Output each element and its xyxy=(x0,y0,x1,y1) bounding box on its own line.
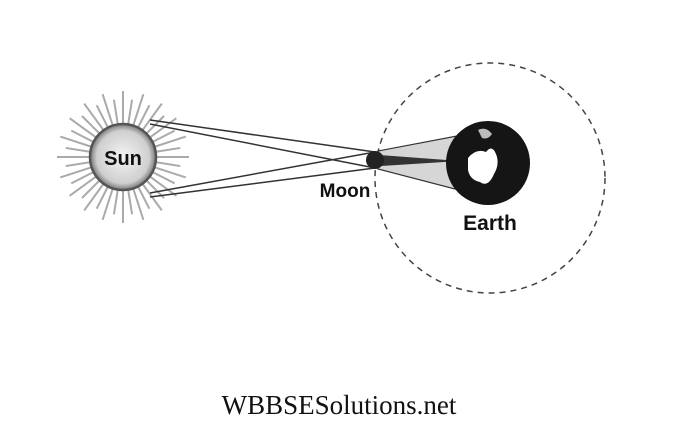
sun-ray xyxy=(154,146,181,153)
sun-ray xyxy=(148,117,177,139)
sun-ray xyxy=(151,170,176,185)
watermark: WBBSESolutions.net xyxy=(221,390,457,420)
sun-ray xyxy=(101,93,115,127)
continent-australia xyxy=(468,148,498,184)
sun-ray xyxy=(136,104,151,129)
sun-ray xyxy=(141,103,163,132)
sun-ray xyxy=(70,129,95,144)
continent xyxy=(478,128,492,139)
earth-label: Earth xyxy=(463,212,517,235)
sun-ray xyxy=(69,117,98,139)
moon-label: Moon xyxy=(320,181,371,202)
sun-ray xyxy=(101,187,115,221)
sun-ray xyxy=(131,187,145,221)
sunlight-lines xyxy=(149,119,376,198)
sun-ray xyxy=(127,188,134,215)
sun-ray xyxy=(153,135,187,149)
umbra xyxy=(380,155,460,166)
moon xyxy=(366,151,384,169)
sun-ray xyxy=(81,178,102,199)
sun-ray xyxy=(154,161,181,168)
sun-rays xyxy=(57,91,189,223)
sun-ray xyxy=(81,115,102,136)
sun-ray xyxy=(59,165,93,179)
sun-ray xyxy=(69,175,98,197)
sun-ray xyxy=(83,103,105,132)
sun-ray xyxy=(131,93,145,127)
sun-ray xyxy=(127,99,134,126)
sun-ray xyxy=(153,165,187,179)
sun-ray xyxy=(70,170,95,185)
sun-ray xyxy=(95,104,110,129)
sun-ray xyxy=(59,135,93,149)
sun-ray xyxy=(65,146,92,153)
sun xyxy=(88,122,158,192)
sun-ray xyxy=(65,161,92,168)
sun-ray xyxy=(112,188,119,215)
sun-label: Sun xyxy=(104,148,142,170)
sun-ray xyxy=(136,185,151,210)
sun-ray xyxy=(95,185,110,210)
sun-ray xyxy=(148,175,177,197)
sun-ray xyxy=(112,99,119,126)
moon-orbit xyxy=(374,62,606,294)
sun-ray xyxy=(151,129,176,144)
sun-ray xyxy=(83,182,105,211)
